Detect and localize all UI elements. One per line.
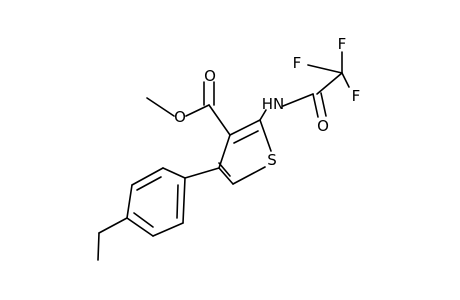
bond-ring-c3-c2-inner: [233, 130, 259, 144]
atom-label-o-methoxy: O: [174, 108, 186, 126]
atom-o-ester-carbonyl: O: [204, 67, 216, 85]
bond-phenyl-6-1-inner: [176, 184, 179, 219]
bond-ring-c4-c3: [218, 134, 231, 169]
bond-phenyl-1-2: [162, 167, 186, 179]
bond-phenyl-to-ethyl: [98, 217, 128, 234]
bond-phenyl-5-6: [152, 222, 184, 237]
bond-cf3-f-right: [341, 72, 350, 88]
bond-ring-c5-c4-inner: [218, 162, 231, 177]
bond-carbonyl-to-cf3: [316, 72, 343, 95]
bond-cf3-f-left: [307, 64, 343, 74]
atom-label-s-ring: S: [267, 151, 277, 169]
bond-ring-c5-c4: [218, 167, 234, 185]
atom-f-left: F: [293, 54, 302, 72]
bond-amide-carbonyl-b: [320, 92, 327, 117]
atom-o-amide-carbonyl: O: [317, 117, 329, 135]
bond-ring-c2-s: [259, 119, 272, 152]
bond-phenyl-2-3: [131, 167, 164, 186]
bond-phenyl-3-4: [126, 184, 133, 219]
atom-f-top: F: [338, 35, 347, 53]
atom-label-nh: HN: [262, 95, 285, 113]
bond-o-carbonyl-carbon: [185, 104, 210, 117]
atom-label-o-amide-carbonyl: O: [317, 117, 329, 135]
atom-label-o-ester-carbonyl: O: [204, 67, 216, 85]
bond-ethyl-ch2-ch3: [97, 232, 100, 261]
bond-ester-to-ring: [208, 104, 231, 136]
bond-phenyl-4-5-inner: [133, 212, 154, 228]
atom-nh: HN: [262, 95, 285, 113]
atom-s-ring: S: [267, 151, 277, 169]
atom-f-right: F: [352, 87, 361, 105]
bond-ring-s-c5: [232, 166, 266, 185]
bond-methyl-o: [146, 97, 175, 117]
bond-phenyl-4-5: [126, 217, 154, 237]
bond-ring-c3-c2: [229, 119, 261, 136]
bond-ring-to-phenyl: [184, 167, 220, 179]
bond-phenyl-6-1: [182, 177, 186, 224]
bond-phenyl-2-3-inner: [136, 176, 162, 191]
bond-ring-to-nh: [259, 109, 267, 121]
bond-amide-carbonyl-a: [312, 93, 319, 118]
atom-label-f-top: F: [338, 35, 347, 53]
atom-o-methoxy: O: [174, 108, 186, 126]
atom-label-f-right: F: [352, 87, 361, 105]
atom-label-f-left: F: [293, 54, 302, 72]
bond-nh-to-carbonyl: [282, 93, 314, 107]
